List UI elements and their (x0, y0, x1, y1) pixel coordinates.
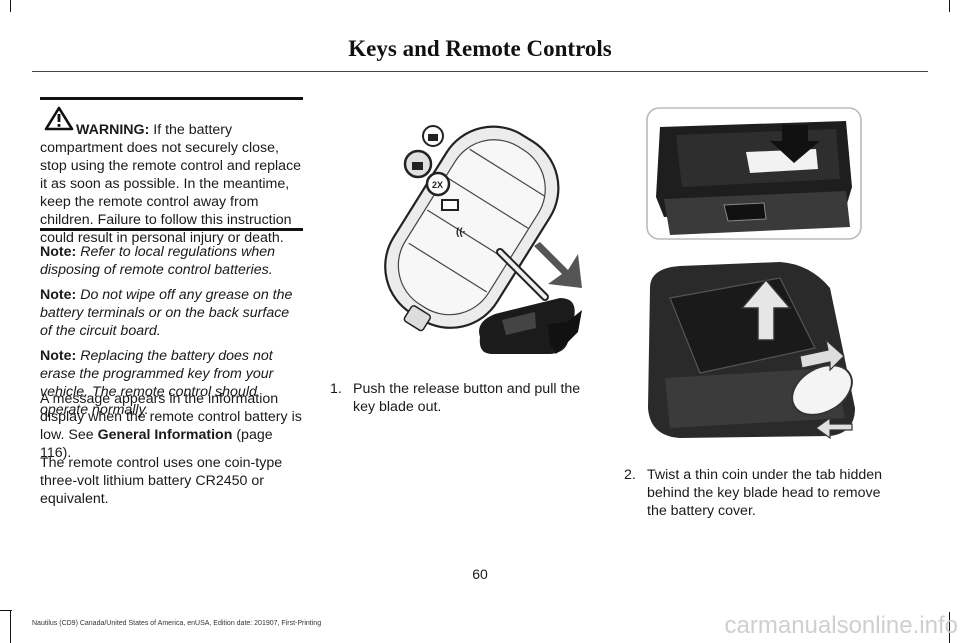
battery-removal-figure (640, 258, 865, 443)
note-3: Note: Replacing the battery does not era… (40, 347, 304, 419)
note-1: Note: Refer to local regulations when di… (40, 243, 304, 279)
page-number: 60 (472, 566, 488, 582)
crop-mark (10, 0, 11, 12)
crop-mark (949, 0, 950, 12)
pull-arrow-icon (534, 242, 582, 288)
note-text: Do not wipe off any grease on the batter… (40, 287, 293, 339)
step-number: 2. (624, 467, 636, 483)
low-battery-message: A message appears in the information dis… (40, 390, 304, 462)
warning-box: WARNING: If the battery compartment does… (40, 97, 303, 246)
page-title: Keys and Remote Controls (348, 36, 612, 61)
battery-compartment-figure (646, 107, 862, 240)
svg-text:((·: ((· (456, 227, 466, 238)
left-arrow-icon (814, 416, 853, 440)
up-arrow-icon (740, 278, 792, 341)
unlock-icon (403, 149, 433, 179)
right-arrow-icon (799, 338, 845, 372)
warning-triangle-icon (44, 106, 74, 131)
liftgate-icon (441, 199, 459, 211)
warning-text: WARNING: If the battery compartment does… (40, 121, 303, 247)
key-fob-figure: 2X ((· (330, 92, 610, 372)
remote-start-icon: 2X (425, 171, 451, 197)
crop-mark (949, 612, 950, 643)
lock-icon (422, 125, 444, 147)
note-2: Note: Do not wipe off any grease on the … (40, 286, 304, 340)
svg-text:2X: 2X (432, 180, 443, 190)
step-text: Twist a thin coin under the tab hidden b… (647, 467, 883, 519)
panic-icon: ((· (456, 227, 466, 238)
note-label: Note: (40, 287, 77, 303)
push-arrow-icon (548, 310, 582, 354)
message-page-ref: (page 116). (40, 427, 273, 461)
note-text: Replacing the battery does not erase the… (40, 348, 274, 418)
down-arrow-icon (770, 125, 820, 163)
step-2: 2. Twist a thin coin under the tab hidde… (624, 466, 886, 520)
note-text: Refer to local regulations when disposin… (40, 244, 276, 278)
warning-body: If the battery compartment does not secu… (40, 122, 302, 246)
note-label: Note: (40, 244, 77, 260)
title-rule (32, 71, 928, 72)
crop-mark (0, 610, 12, 611)
step-1: 1. Push the release button and pull the … (330, 380, 602, 416)
crop-mark (10, 610, 11, 643)
coin-battery-icon (791, 364, 853, 416)
warning-label: WARNING: (76, 122, 150, 138)
step-number: 1. (330, 381, 342, 397)
battery-info: The remote control uses one coin-type th… (40, 455, 283, 507)
general-information-link[interactable]: General Information (97, 427, 233, 443)
note-label: Note: (40, 348, 77, 364)
step-text: Push the release button and pull the key… (353, 381, 581, 415)
watermark: carmanualsonline.info (724, 612, 958, 639)
footer-edition: Nautilus (CD9) Canada/United States of A… (32, 620, 322, 627)
message-text: A message appears in the information dis… (40, 391, 302, 443)
